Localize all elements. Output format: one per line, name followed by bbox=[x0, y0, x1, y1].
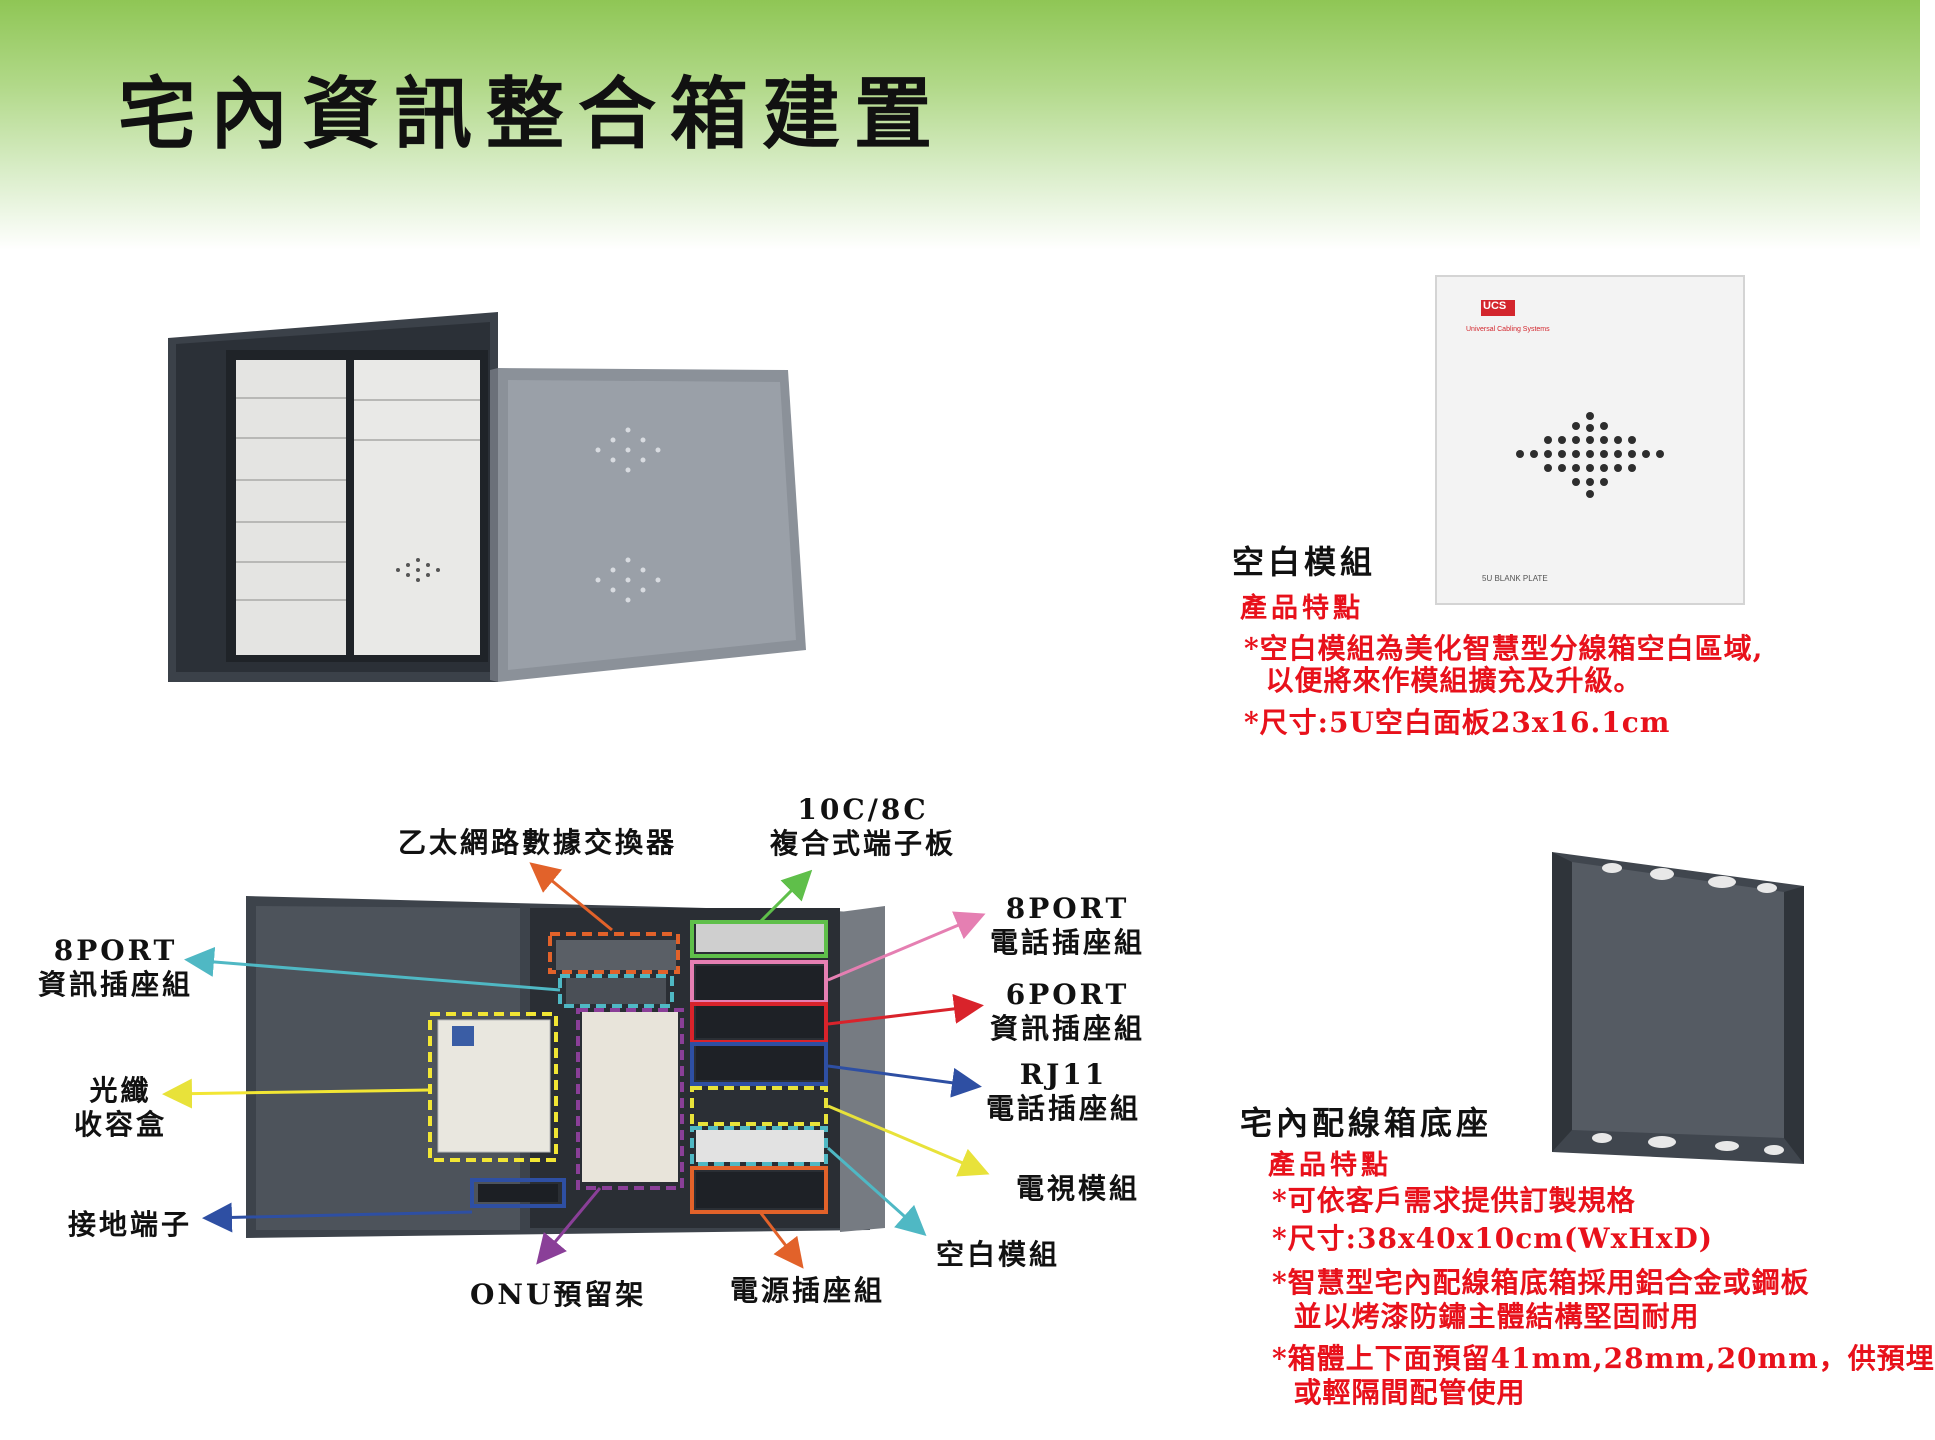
base-box-features-heading: 產品特點 bbox=[1268, 1150, 1392, 1181]
label-fiber-box: 光纖 收容盒 bbox=[74, 1074, 167, 1142]
label-ground-terminal: 接地端子 bbox=[68, 1208, 193, 1241]
label-8port-data-line2: 資訊插座組 bbox=[38, 968, 194, 1001]
onu-rack-device bbox=[582, 1012, 678, 1182]
base-box-title: 宅內配線箱底座 bbox=[1240, 1104, 1493, 1142]
blank-module-title: 空白模組 bbox=[1232, 543, 1377, 581]
label-tv-module: 電視模組 bbox=[1016, 1172, 1141, 1205]
label-8port-phone: 8PORT 電話插座組 bbox=[990, 892, 1145, 960]
blank-module-features-heading: 產品特點 bbox=[1240, 593, 1364, 624]
label-fiber-box-line2: 收容盒 bbox=[74, 1108, 168, 1141]
label-rj11-phone: RJ11 電話插座組 bbox=[986, 1058, 1141, 1126]
open-cabinet-photo bbox=[168, 312, 806, 682]
brand-logo: UCS bbox=[1483, 300, 1507, 312]
label-terminal-board: 10C/8C 複合式端子板 bbox=[770, 793, 956, 861]
ground-terminal-device bbox=[478, 1184, 558, 1202]
label-ethernet-switch: 乙太網路數據交換器 bbox=[398, 826, 678, 859]
label-rj11-line2: 電話插座組 bbox=[986, 1092, 1142, 1125]
label-rj11-line1: RJ11 bbox=[1019, 1058, 1108, 1091]
base-box-feature: *箱體上下面預留41mm,28mm,20mm，供預埋 bbox=[1272, 1342, 1935, 1375]
base-box-feature: *可依客戶需求提供訂製規格 bbox=[1272, 1184, 1636, 1217]
plate-caption: 5U BLANK PLATE bbox=[1482, 574, 1548, 583]
label-terminal-board-line1: 10C/8C bbox=[797, 793, 929, 826]
label-6port-data-line1: 6PORT bbox=[1005, 978, 1130, 1011]
base-box-feature: 並以烤漆防鏽主體結構堅固耐用 bbox=[1272, 1300, 1700, 1333]
label-6port-data-line2: 資訊插座組 bbox=[990, 1012, 1146, 1045]
blank-module-feature: *空白模組為美化智慧型分線箱空白區域, bbox=[1244, 632, 1764, 665]
blank-module-feature: *尺寸:5U空白面板23x16.1cm bbox=[1244, 706, 1671, 739]
base-box-feature: 或輕隔間配管使用 bbox=[1272, 1376, 1526, 1409]
page-title: 宅內資訊整合箱建置 bbox=[118, 69, 947, 160]
label-8port-phone-line2: 電話插座組 bbox=[990, 926, 1146, 959]
label-fiber-box-line1: 光纖 bbox=[89, 1074, 152, 1107]
blank-module-feature: 以便將來作模組擴充及升級。 bbox=[1244, 664, 1643, 697]
base-box-photo bbox=[1552, 852, 1804, 1164]
label-terminal-board-line2: 複合式端子板 bbox=[770, 827, 957, 860]
label-6port-data: 6PORT 資訊插座組 bbox=[990, 978, 1145, 1046]
blank-plate-photo bbox=[1435, 275, 1745, 605]
label-onu-rack: ONU預留架 bbox=[470, 1278, 647, 1311]
label-8port-data: 8PORT 資訊插座組 bbox=[38, 934, 193, 1002]
label-blank-module: 空白模組 bbox=[936, 1238, 1061, 1271]
label-8port-phone-line1: 8PORT bbox=[1005, 892, 1130, 925]
base-box-feature: *尺寸:38x40x10cm(WxHxD) bbox=[1272, 1222, 1714, 1255]
ethernet-switch-device bbox=[556, 940, 676, 970]
cabinet-door bbox=[840, 906, 885, 1232]
label-8port-data-line1: 8PORT bbox=[53, 934, 178, 967]
label-power-socket: 電源插座組 bbox=[730, 1274, 886, 1307]
brand-subtitle: Universal Cabling Systems bbox=[1466, 326, 1550, 333]
base-box-feature: *智慧型宅內配線箱底箱採用鋁合金或鋼板 bbox=[1272, 1266, 1810, 1299]
header-banner bbox=[0, 0, 1920, 250]
